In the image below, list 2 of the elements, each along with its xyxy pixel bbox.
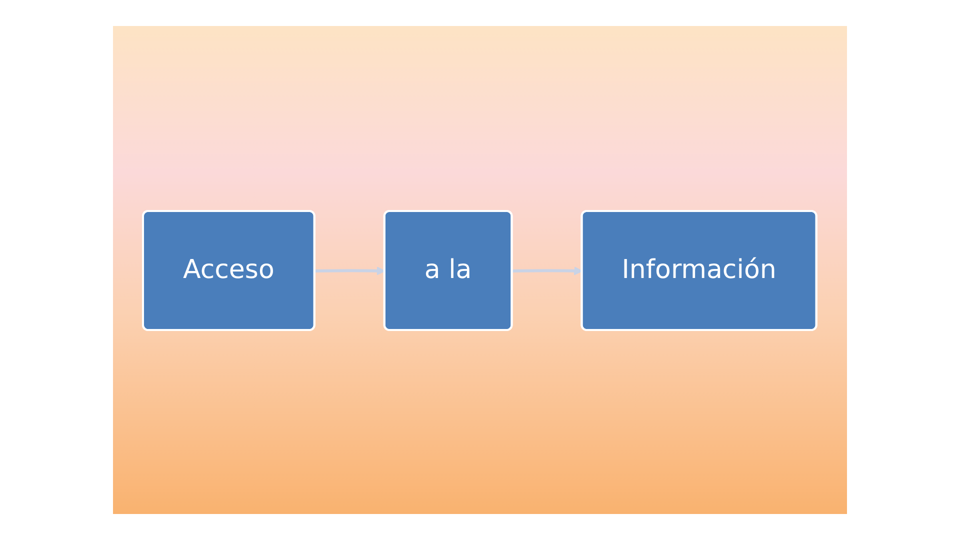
- arrow: [512, 266, 583, 275]
- arrow: [315, 266, 386, 275]
